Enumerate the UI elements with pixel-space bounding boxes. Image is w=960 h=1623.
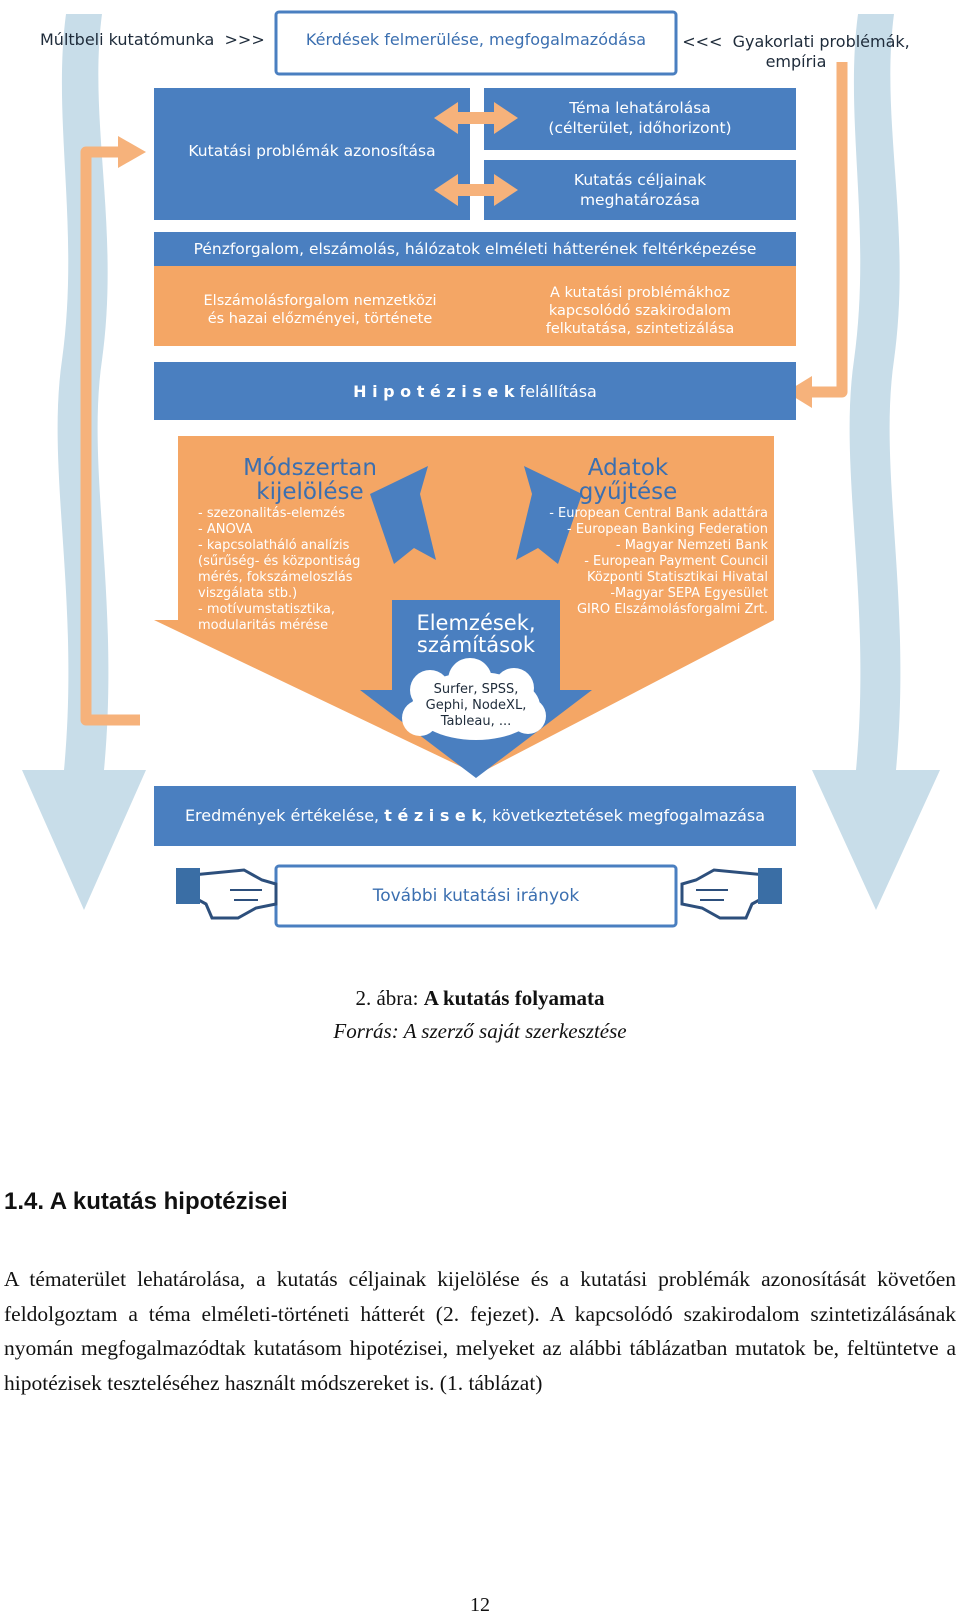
results-part1: Eredmények értékelése, bbox=[185, 806, 379, 825]
results-label: Eredmények értékelése, t é z i s e k, kö… bbox=[154, 806, 796, 825]
literature-line1: A kutatási problémákhoz bbox=[500, 284, 780, 302]
left-pointing-hand-icon bbox=[176, 868, 276, 918]
data-title-line1: Adatok bbox=[538, 456, 718, 480]
questions-label: Kérdések felmerülése, megfogalmazódása bbox=[278, 30, 674, 49]
practice-label-line1: <<< Gyakorlati problémák, bbox=[676, 32, 916, 52]
section-heading: 1.4. A kutatás hipotézisei bbox=[4, 1188, 288, 1216]
literature-line2: kapcsolódó szakirodalom bbox=[500, 302, 780, 320]
theory-band-label: Pénzforgalom, elszámolás, hálózatok elmé… bbox=[154, 240, 796, 258]
figure-source: Forrás: A szerző saját szerkesztése bbox=[0, 1019, 960, 1044]
history-line1: Elszámolásforgalom nemzetközi bbox=[180, 292, 460, 310]
methods-title-line2: kijelölése bbox=[210, 480, 410, 504]
tools-line2: Gephi, NodeXL, bbox=[400, 698, 552, 714]
history-line2: és hazai előzményei, története bbox=[180, 310, 460, 328]
literature-label: A kutatási problémákhoz kapcsolódó szaki… bbox=[500, 284, 780, 338]
results-part2: , következtetések megfogalmazása bbox=[482, 806, 765, 825]
analysis-title-line2: számítások bbox=[392, 634, 560, 656]
topic-definition-line1: Téma lehatárolása bbox=[484, 98, 796, 118]
page-number: 12 bbox=[0, 1594, 960, 1617]
tools-line3: Tableau, ... bbox=[400, 714, 552, 730]
hypotheses-rest: felállítása bbox=[520, 382, 597, 401]
practice-label: <<< Gyakorlati problémák, empíria bbox=[676, 32, 916, 72]
past-research-label: Múltbeli kutatómunka >>> bbox=[40, 30, 265, 49]
results-theses: t é z i s e k bbox=[384, 806, 482, 825]
history-label: Elszámolásforgalom nemzetközi és hazai e… bbox=[180, 292, 460, 328]
data-collection-title: Adatok gyűjtése bbox=[538, 456, 718, 504]
literature-line3: felkutatása, szintetizálása bbox=[500, 320, 780, 338]
analysis-title-line1: Elemzések, bbox=[392, 612, 560, 634]
methods-list: - szezonalitás-elemzés - ANOVA - kapcsol… bbox=[198, 506, 388, 634]
right-pointing-hand-icon bbox=[682, 868, 782, 918]
figure-label: 2. ábra: bbox=[355, 986, 423, 1010]
figure-title: A kutatás folyamata bbox=[424, 986, 605, 1010]
tools-label: Surfer, SPSS, Gephi, NodeXL, Tableau, ..… bbox=[400, 682, 552, 730]
feedback-loop-arrowhead bbox=[118, 136, 146, 168]
section-paragraph: A tématerület lehatárolása, a kutatás cé… bbox=[4, 1262, 956, 1400]
practice-arrow bbox=[810, 62, 842, 392]
research-goals-line1: Kutatás céljainak bbox=[484, 170, 796, 190]
hypotheses-spaced-word: H i p o t é z i s e k bbox=[353, 382, 514, 401]
methods-title: Módszertan kijelölése bbox=[210, 456, 410, 504]
figure-caption: 2. ábra: A kutatás folyamata bbox=[0, 986, 960, 1011]
research-goals-label: Kutatás céljainak meghatározása bbox=[484, 170, 796, 210]
right-wavy-arrow bbox=[812, 14, 940, 910]
data-title-line2: gyűjtése bbox=[538, 480, 718, 504]
research-problems-label: Kutatási problémák azonosítása bbox=[154, 142, 470, 160]
further-directions-label: További kutatási irányok bbox=[278, 886, 674, 906]
methods-title-line1: Módszertan bbox=[210, 456, 410, 480]
practice-label-line2: empíria bbox=[676, 52, 916, 72]
data-sources-list: - European Central Bank adattára - Europ… bbox=[542, 506, 768, 618]
tools-line1: Surfer, SPSS, bbox=[400, 682, 552, 698]
topic-definition-label: Téma lehatárolása (célterület, időhorizo… bbox=[484, 98, 796, 138]
hypotheses-label: H i p o t é z i s e k felállítása bbox=[154, 382, 796, 401]
research-goals-line2: meghatározása bbox=[484, 190, 796, 210]
topic-definition-line2: (célterület, időhorizont) bbox=[484, 118, 796, 138]
analysis-title: Elemzések, számítások bbox=[392, 612, 560, 656]
